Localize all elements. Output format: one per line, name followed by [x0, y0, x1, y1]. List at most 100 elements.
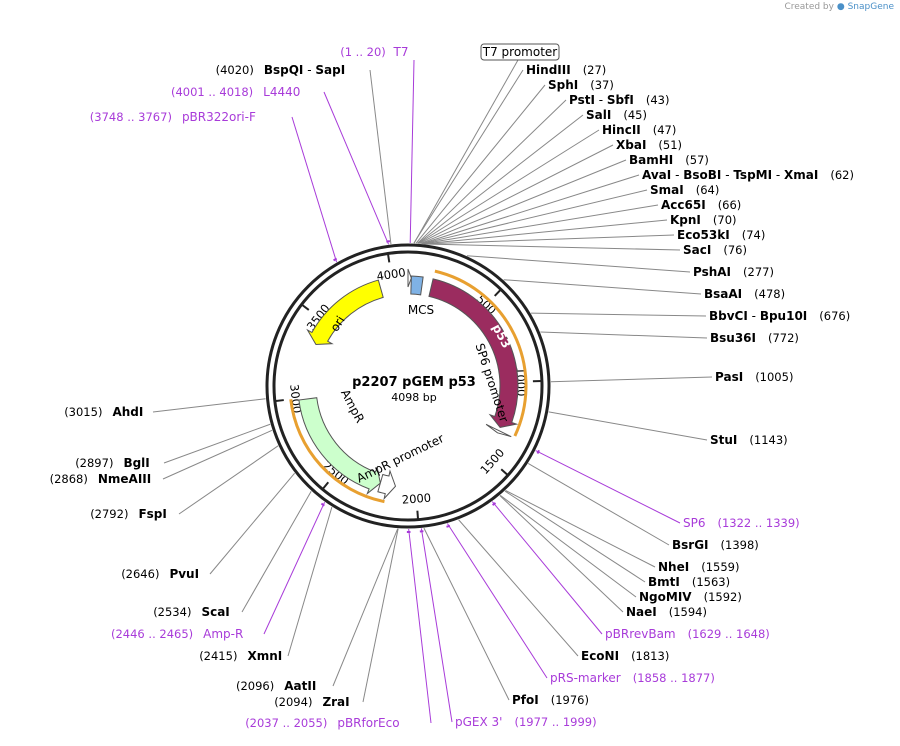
tick-label: 4000 — [376, 265, 407, 283]
leader-line — [491, 501, 603, 635]
site-position: (2094) — [274, 695, 312, 709]
primer-mark — [333, 257, 338, 262]
site-name-part: pBR322ori-F — [182, 110, 256, 124]
site-name-part: SP6 — [683, 516, 706, 530]
feature-arrows — [289, 268, 528, 504]
site-name: ScaI — [201, 605, 229, 619]
leader-line — [503, 279, 702, 295]
ampr-promoter-label: AmpR promoter — [354, 431, 446, 485]
site-name-part: NmeAIII — [98, 472, 151, 486]
site-position: (1143) — [749, 433, 787, 447]
leader-line — [415, 84, 546, 244]
site-aatii-label: (2096)AatII — [236, 679, 316, 693]
site-name: XbaI — [616, 138, 646, 152]
site-position: (51) — [658, 138, 682, 152]
site-position: (2037 .. 2055) — [245, 716, 327, 730]
site-fspi-label: (2792)FspI — [90, 507, 167, 521]
primer-mark — [320, 502, 325, 507]
site-position: (1398) — [721, 538, 759, 552]
leader-lines — [152, 59, 713, 724]
tick-mark — [321, 481, 330, 490]
site-position: (2446 .. 2465) — [111, 627, 193, 641]
primer-mark — [446, 524, 451, 528]
site-position: (3748 .. 3767) — [90, 110, 172, 124]
site-name-part: - — [772, 168, 784, 182]
t7-promoter-box — [480, 43, 560, 61]
site-position: (2868) — [50, 472, 88, 486]
site-name-part: KpnI — [670, 213, 701, 227]
credit-prefix: Created by — [784, 2, 834, 12]
site-scai-label: (2534)ScaI — [153, 605, 230, 619]
site-name-part: ZraI — [322, 695, 349, 709]
site-pasi-label: PasI(1005) — [715, 370, 793, 384]
leader-line — [163, 423, 271, 464]
tick-mark — [386, 253, 391, 263]
site-name: NheI — [658, 560, 689, 574]
site-position: (37) — [590, 78, 614, 92]
leader-line — [420, 159, 627, 245]
leader-line — [241, 491, 312, 613]
site-position: (1594) — [669, 605, 707, 619]
site-position: (1563) — [692, 575, 730, 589]
site-xmni-label: (2415)XmnI — [199, 649, 282, 663]
site-name-part: NaeI — [626, 605, 657, 619]
leader-line — [499, 494, 637, 598]
site-name-part: pRS-marker — [550, 671, 621, 685]
ampr-label: AmpR — [338, 387, 367, 425]
leader-line — [504, 490, 646, 583]
site-position: (277) — [743, 265, 774, 279]
site-name: PfoI — [512, 693, 539, 707]
site-name: SmaI — [650, 183, 684, 197]
site-eco53ki-label: Eco53kI(74) — [677, 228, 765, 242]
outer-ring — [265, 243, 551, 529]
leader-line — [323, 91, 390, 245]
site-bsrgi-label: BsrGI (1398) — [672, 538, 759, 552]
primer-l4440-label: (4001 .. 4018)L4440 — [171, 85, 300, 99]
site-name: SalI — [586, 108, 611, 122]
site-name-part: PshAI — [693, 265, 731, 279]
site-name: PasI — [715, 370, 743, 384]
leader-line — [162, 429, 273, 480]
leader-line — [209, 472, 296, 575]
site-name: pRS-marker — [550, 671, 621, 685]
site-nmeaiii-label: (2868) NmeAIII — [50, 472, 152, 486]
leader-line — [408, 528, 432, 724]
site-naei-label: NaeI (1594) — [626, 605, 707, 619]
leader-line — [424, 234, 675, 245]
site-name-part: pBRforEco — [337, 716, 399, 730]
inner-ring — [272, 250, 544, 522]
site-name: ZraI — [322, 695, 349, 709]
snapgene-credit: Created by ● SnapGene — [784, 2, 894, 12]
site-bgli-label: (2897)BglI — [75, 456, 150, 470]
site-hincii-label: HincII(47) — [602, 123, 676, 137]
site-name-part: SmaI — [650, 183, 684, 197]
site-position: (1629 .. 1648) — [688, 627, 770, 641]
t7-primer-name: T7 — [393, 45, 409, 59]
site-name-part: - — [721, 168, 733, 182]
site-name-part: PstI — [569, 93, 595, 107]
site-position: (676) — [819, 309, 850, 323]
site-econi-label: EcoNI(1813) — [581, 649, 669, 663]
site-name: AvaI - BsoBI - TspMI - XmaI — [642, 168, 818, 182]
tick-mark — [500, 468, 509, 477]
site-position: (772) — [768, 331, 799, 345]
site-name: KpnI — [670, 213, 701, 227]
site-name-part: Acc65I — [661, 198, 706, 212]
site-name-part: PfoI — [512, 693, 539, 707]
site-position: (74) — [742, 228, 766, 242]
site-zrai-label: (2094) ZraI — [274, 695, 349, 709]
site-name: SP6 — [683, 516, 706, 530]
primer-pgex-3-label: pGEX 3'(1977 .. 1999) — [455, 715, 597, 729]
site-name-part: BsrGI — [672, 538, 709, 552]
primer-sp6-label: SP6(1322 .. 1339) — [683, 516, 800, 530]
t7-primer-label: (1 .. 20) T7 — [340, 45, 408, 59]
site-pshai-label: PshAI (277) — [693, 265, 774, 279]
site-name: BsrGI — [672, 538, 709, 552]
leader-line — [540, 331, 708, 339]
tick-mark — [274, 399, 284, 403]
plasmid-length: 4098 bp — [391, 391, 436, 404]
site-position: (62) — [830, 168, 854, 182]
site-position: (76) — [723, 243, 747, 257]
site-position: (3015) — [64, 405, 102, 419]
